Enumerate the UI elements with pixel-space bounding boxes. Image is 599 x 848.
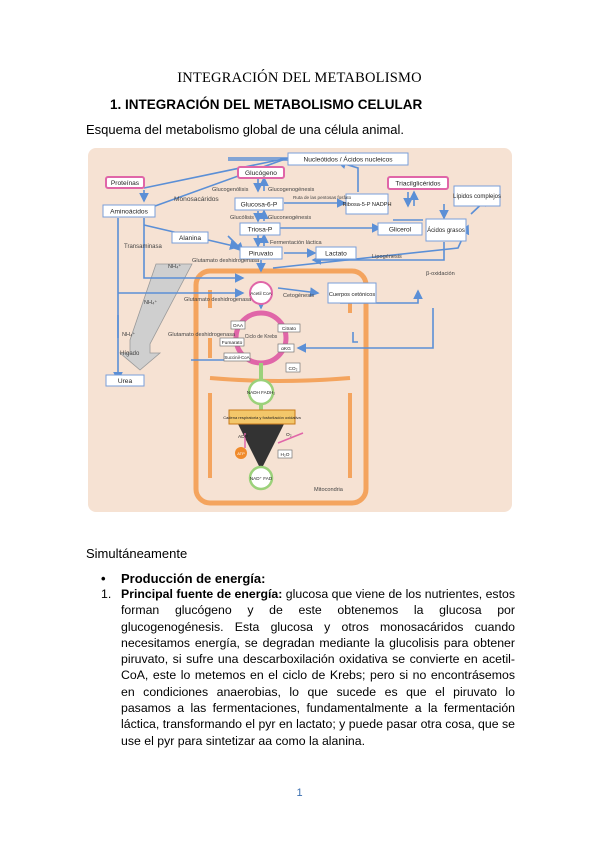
label-liver: Hígado: [120, 351, 140, 357]
item-lead: Principal fuente de energía:: [121, 587, 283, 601]
box-aminoacids: Aminoácidos: [110, 209, 148, 216]
label-glycolysis: Glucólisis: [230, 215, 254, 221]
page-number: 1: [296, 787, 303, 799]
label-glycogenogenesis: Glucogenogénesis: [268, 187, 315, 193]
label-h2o: H₂O: [280, 452, 289, 458]
node-respiratory-chain: Cadena respiratoria y fosforilación oxid…: [223, 415, 301, 420]
label-lipogenesis: Lipogénesis: [372, 254, 402, 260]
node-co2: CO₂: [288, 366, 297, 372]
box-fatty-acids: Ácidos grasos: [427, 227, 465, 234]
node-citrate: Citrato: [282, 326, 296, 332]
box-ribose: Ribosa-5-P NADPH: [342, 202, 391, 208]
box-proteins: Proteínas: [111, 180, 140, 187]
box-glycogen: Glucógeno: [245, 170, 277, 177]
label-glutamate-3: Glutamato deshidrogenasa: [168, 332, 236, 338]
label-krebs: Ciclo de Krebs: [245, 334, 278, 340]
box-alanine: Alanina: [179, 235, 201, 242]
bullet-marker: •: [101, 571, 106, 586]
label-glutamate-2: Glutamato deshidrogenasa: [184, 297, 252, 303]
node-nad: NAD⁺ FAD: [250, 476, 273, 481]
box-pyruvate: Piruvato: [249, 251, 274, 258]
label-nh4-1: NH₄⁺: [168, 263, 181, 270]
label-o2: O₂: [286, 432, 292, 438]
box-triglycerides: Triacilglicéridos: [395, 181, 441, 188]
node-succinyl-coa: Succinil-CoA: [224, 355, 249, 360]
node-oaa: OAA: [233, 323, 244, 329]
label-nh4-2: NH₄⁺: [144, 299, 157, 306]
liver-arrow: [118, 263, 193, 371]
item-number: 1.: [101, 587, 112, 601]
box-complex-lipids: Lípidos complejos: [453, 194, 501, 200]
node-acetyl-coa: Acetil CoA: [250, 291, 272, 296]
box-glucose-6p: Glucosa-6-P: [241, 202, 278, 209]
document-title: INTEGRACIÓN DEL METABOLISMO: [177, 70, 422, 86]
label-atp: ATP: [237, 451, 245, 456]
node-nadh: NADH FADH₂: [247, 390, 276, 395]
numbered-item-1: 1. Principal fuente de energía: glucosa …: [101, 586, 515, 749]
label-lactic-fermentation: Fermentación láctica: [270, 240, 322, 246]
node-fumarate: Fumarato: [222, 340, 243, 346]
label-mitochondria: Mitocondria: [314, 487, 344, 493]
label-glycogenolysis: Glucogenólisis: [212, 187, 249, 193]
bullet-energy-production: • Producción de energía:: [101, 571, 265, 586]
label-transaminase: Transaminasa: [124, 244, 162, 250]
label-pentose-route: Ruta de las pentosas fosfato: [293, 195, 352, 200]
box-nucleotides: Nucleótidos / Ácidos nucleicos: [303, 155, 393, 164]
label-beta-oxidation: β-oxidación: [426, 271, 455, 277]
box-ketone-bodies: Cuerpos cetónicos: [329, 292, 376, 298]
label-nh4-3: NH₄⁺: [122, 331, 135, 338]
label-gluconeogenesis: Gluconeogénesis: [268, 215, 311, 221]
label-adp: ADP: [238, 434, 248, 440]
label-glutamate-1: Glutamato deshidrogenasa: [192, 258, 260, 264]
item-body: glucosa que viene de los nutrientes, est…: [121, 587, 515, 748]
box-urea: Urea: [118, 378, 133, 385]
section-heading: 1. INTEGRACIÓN DEL METABOLISMO CELULAR: [110, 97, 423, 112]
box-glycerol: Glicerol: [389, 227, 412, 234]
box-triose-p: Triosa-P: [248, 227, 273, 234]
paragraph-simultaneously: Simultáneamente: [86, 546, 188, 561]
box-lactate: Lactato: [325, 251, 347, 258]
metabolism-diagram: Nucleótidos / Ácidos nucleicos Proteínas…: [88, 148, 512, 512]
intro-paragraph: Esquema del metabolismo global de una cé…: [86, 122, 404, 137]
label-ketogenesis: Cetogénesis: [283, 293, 314, 299]
bullet-text: Producción de energía:: [121, 571, 266, 586]
label-monosaccharides: Monosacáridos: [174, 196, 219, 203]
mitochondrion-outer: [193, 268, 369, 506]
node-akg: αKG: [281, 346, 291, 352]
